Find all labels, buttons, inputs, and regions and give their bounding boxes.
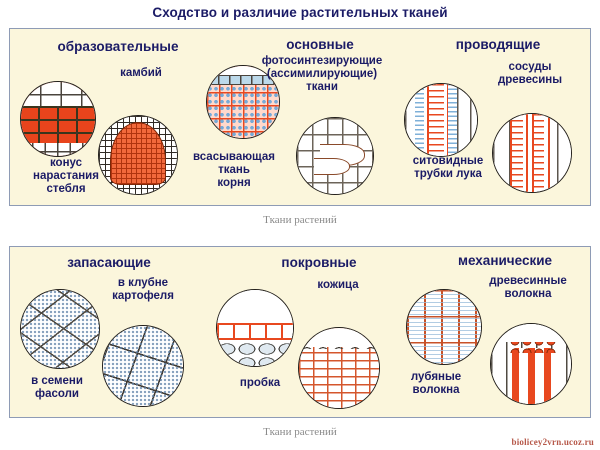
heading-educational: образовательные: [57, 39, 179, 54]
label-wood-vessels: сосуды древесины: [497, 61, 563, 86]
panel-plant-tissues-bottom: запасающие в клубне картофеля в семени ф…: [9, 246, 591, 418]
label-cambium: камбий: [120, 67, 162, 79]
label-cork: пробка: [239, 377, 281, 389]
label-growth-cone: конус нарастания стебля: [33, 157, 99, 195]
specimen-absorbing-root-tissue: [296, 117, 374, 195]
specimen-growth-cone: [98, 115, 178, 195]
specimen-photosynthetic-tissue: [206, 65, 280, 139]
heading-mechanical: механические: [457, 253, 553, 268]
label-wood-fibres: древесинные волокна: [489, 275, 567, 300]
caption-bottom: Ткани растений: [263, 426, 337, 438]
specimen-cambium: [20, 81, 96, 157]
label-bean-seed: в семени фасоли: [31, 375, 83, 400]
specimen-cork: [298, 327, 380, 409]
heading-storage: запасающие: [67, 255, 151, 270]
heading-basic: основные: [286, 37, 354, 52]
specimen-potato-tuber: [20, 289, 100, 369]
label-bast-fibres: лубяные волокна: [410, 371, 462, 396]
panel-plant-tissues-top: образовательные камбий конус нарастания …: [9, 28, 591, 206]
specimen-bean-seed: [102, 325, 184, 407]
label-potato-tuber: в клубне картофеля: [112, 277, 174, 302]
specimen-bast-fibres: [490, 323, 572, 405]
label-sieve-tubes: ситовидные трубки лука: [412, 155, 484, 180]
heading-covering: покровные: [281, 255, 357, 270]
heading-conducting: проводящие: [455, 37, 541, 52]
label-epidermis: кожица: [317, 279, 359, 291]
specimen-wood-vessels: [404, 83, 478, 157]
label-absorbing-root-tissue: всасывающая ткань корня: [192, 151, 276, 189]
caption-top: Ткани растений: [263, 214, 337, 226]
label-photosynthetic: фотосинтезирующие (ассимилирующие) ткани: [261, 55, 383, 93]
source-watermark: biolicey2vrn.ucoz.ru: [511, 437, 594, 447]
specimen-sieve-tubes: [492, 113, 572, 193]
page-title: Сходство и различие растительных тканей: [152, 5, 448, 20]
specimen-wood-fibres: [406, 289, 482, 365]
specimen-epidermis: [216, 289, 294, 367]
